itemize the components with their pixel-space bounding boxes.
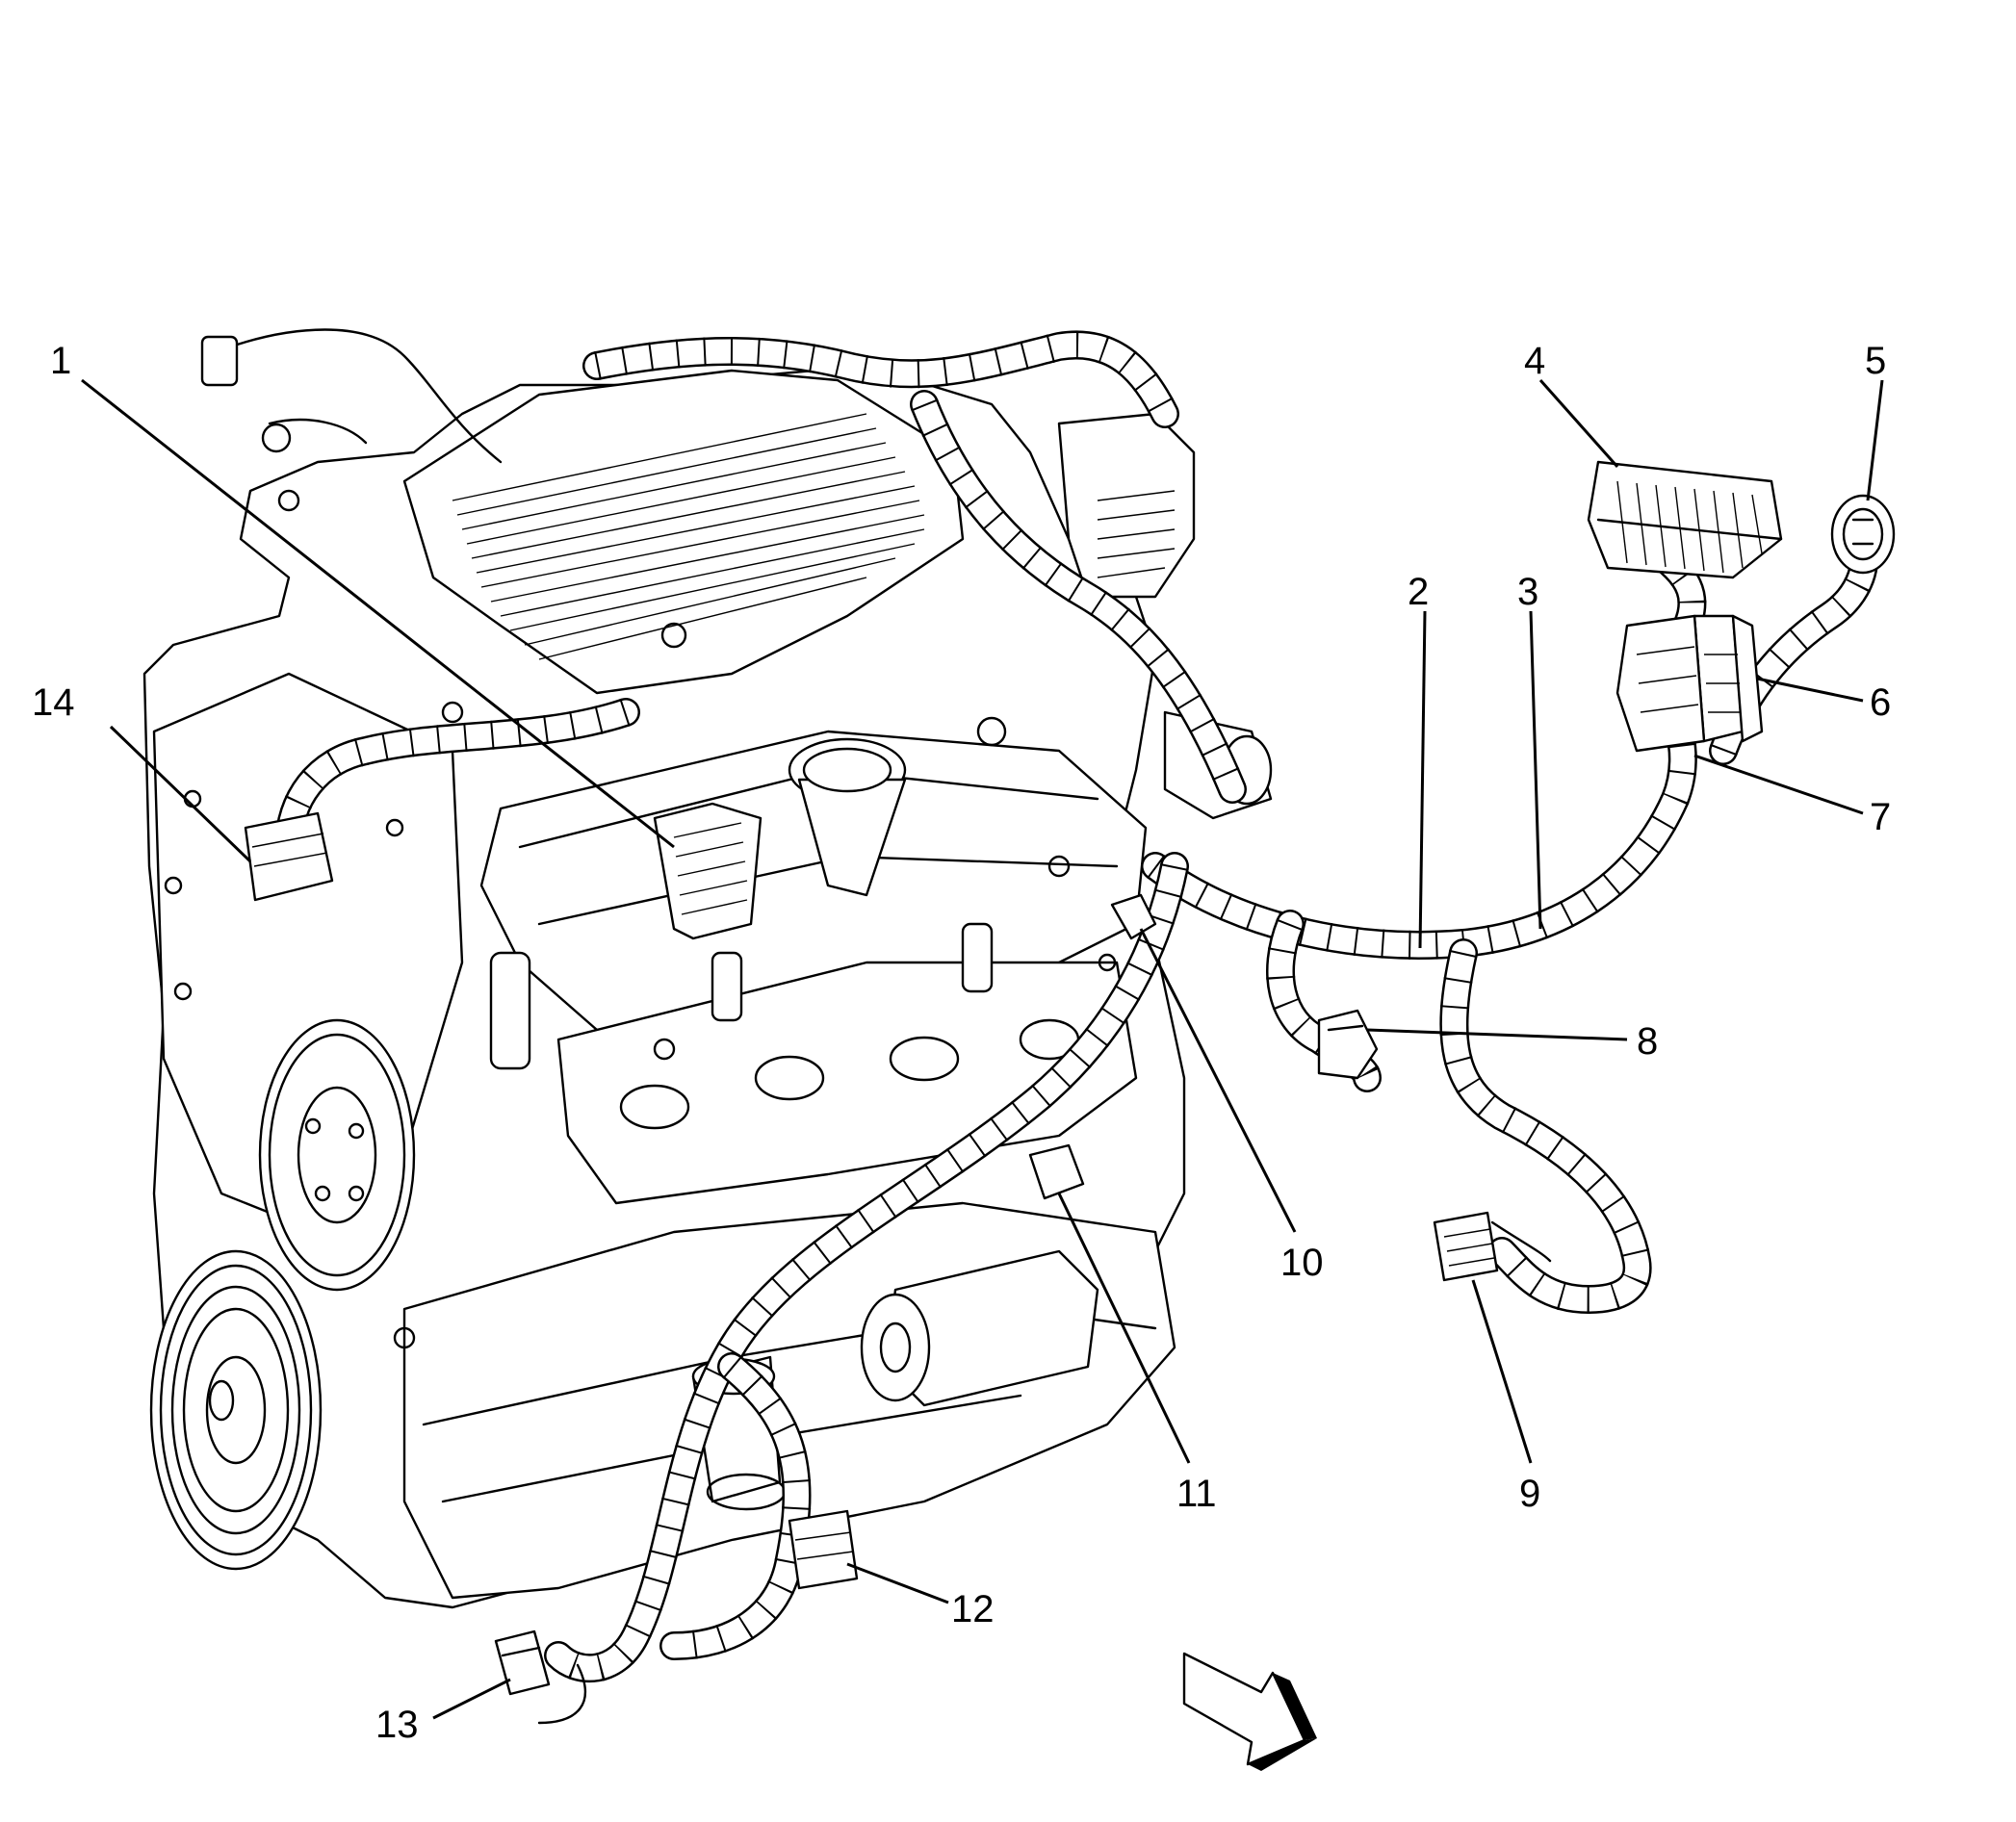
leader-11 (1057, 1193, 1191, 1464)
leader-14 (109, 725, 252, 863)
front-view-arrow-icon (1182, 1652, 1317, 1771)
connector-12-icon (788, 1509, 859, 1590)
callout-7: 7 (1870, 796, 1891, 838)
leader-13 (432, 1678, 511, 1720)
connector-14-icon (244, 811, 334, 902)
callout-14: 14 (32, 681, 75, 724)
leader-4 (1538, 379, 1619, 468)
callout-2: 2 (1408, 571, 1429, 613)
connector-5-icon (1830, 494, 1896, 575)
callout-9: 9 (1519, 1473, 1540, 1515)
callout-11: 11 (1176, 1473, 1217, 1515)
callout-3: 3 (1517, 571, 1538, 613)
connector-13-icon (494, 1630, 551, 1696)
callout-12: 12 (951, 1588, 995, 1630)
callout-6: 6 (1870, 681, 1891, 724)
callout-1: 1 (50, 340, 71, 382)
leader-8 (1366, 1028, 1628, 1041)
connector-11-icon (1028, 1143, 1085, 1200)
connector-6-icon (1693, 614, 1764, 743)
connector-8-icon (1317, 1009, 1379, 1080)
callout-10: 10 (1280, 1242, 1324, 1284)
leader-12 (846, 1562, 949, 1604)
callout-13: 13 (375, 1704, 419, 1746)
leader-7 (1693, 754, 1864, 815)
callout-8: 8 (1637, 1020, 1658, 1063)
leader-6 (1756, 677, 1864, 703)
connectors (244, 460, 1896, 1696)
wiring-harness-drawing (274, 330, 1879, 1725)
callout-5: 5 (1865, 340, 1886, 382)
leader-lines (81, 378, 1884, 1720)
leader-2 (1418, 610, 1427, 949)
connector-9-icon (1433, 1211, 1499, 1282)
connector-10-icon (1110, 893, 1157, 940)
connector-1-icon (653, 802, 762, 940)
connector-4-icon (1587, 460, 1783, 579)
callout-4: 4 (1524, 340, 1545, 382)
engine-block-drawing (142, 328, 1273, 1609)
callout-labels: 1 2 3 4 5 6 7 8 9 10 11 12 13 14 (32, 340, 1891, 1746)
connector-7-icon (1615, 614, 1706, 753)
leader-1 (81, 378, 675, 849)
leader-10 (1139, 928, 1297, 1233)
leader-9 (1471, 1279, 1533, 1464)
leader-3 (1529, 610, 1542, 930)
leader-5 (1866, 379, 1884, 501)
